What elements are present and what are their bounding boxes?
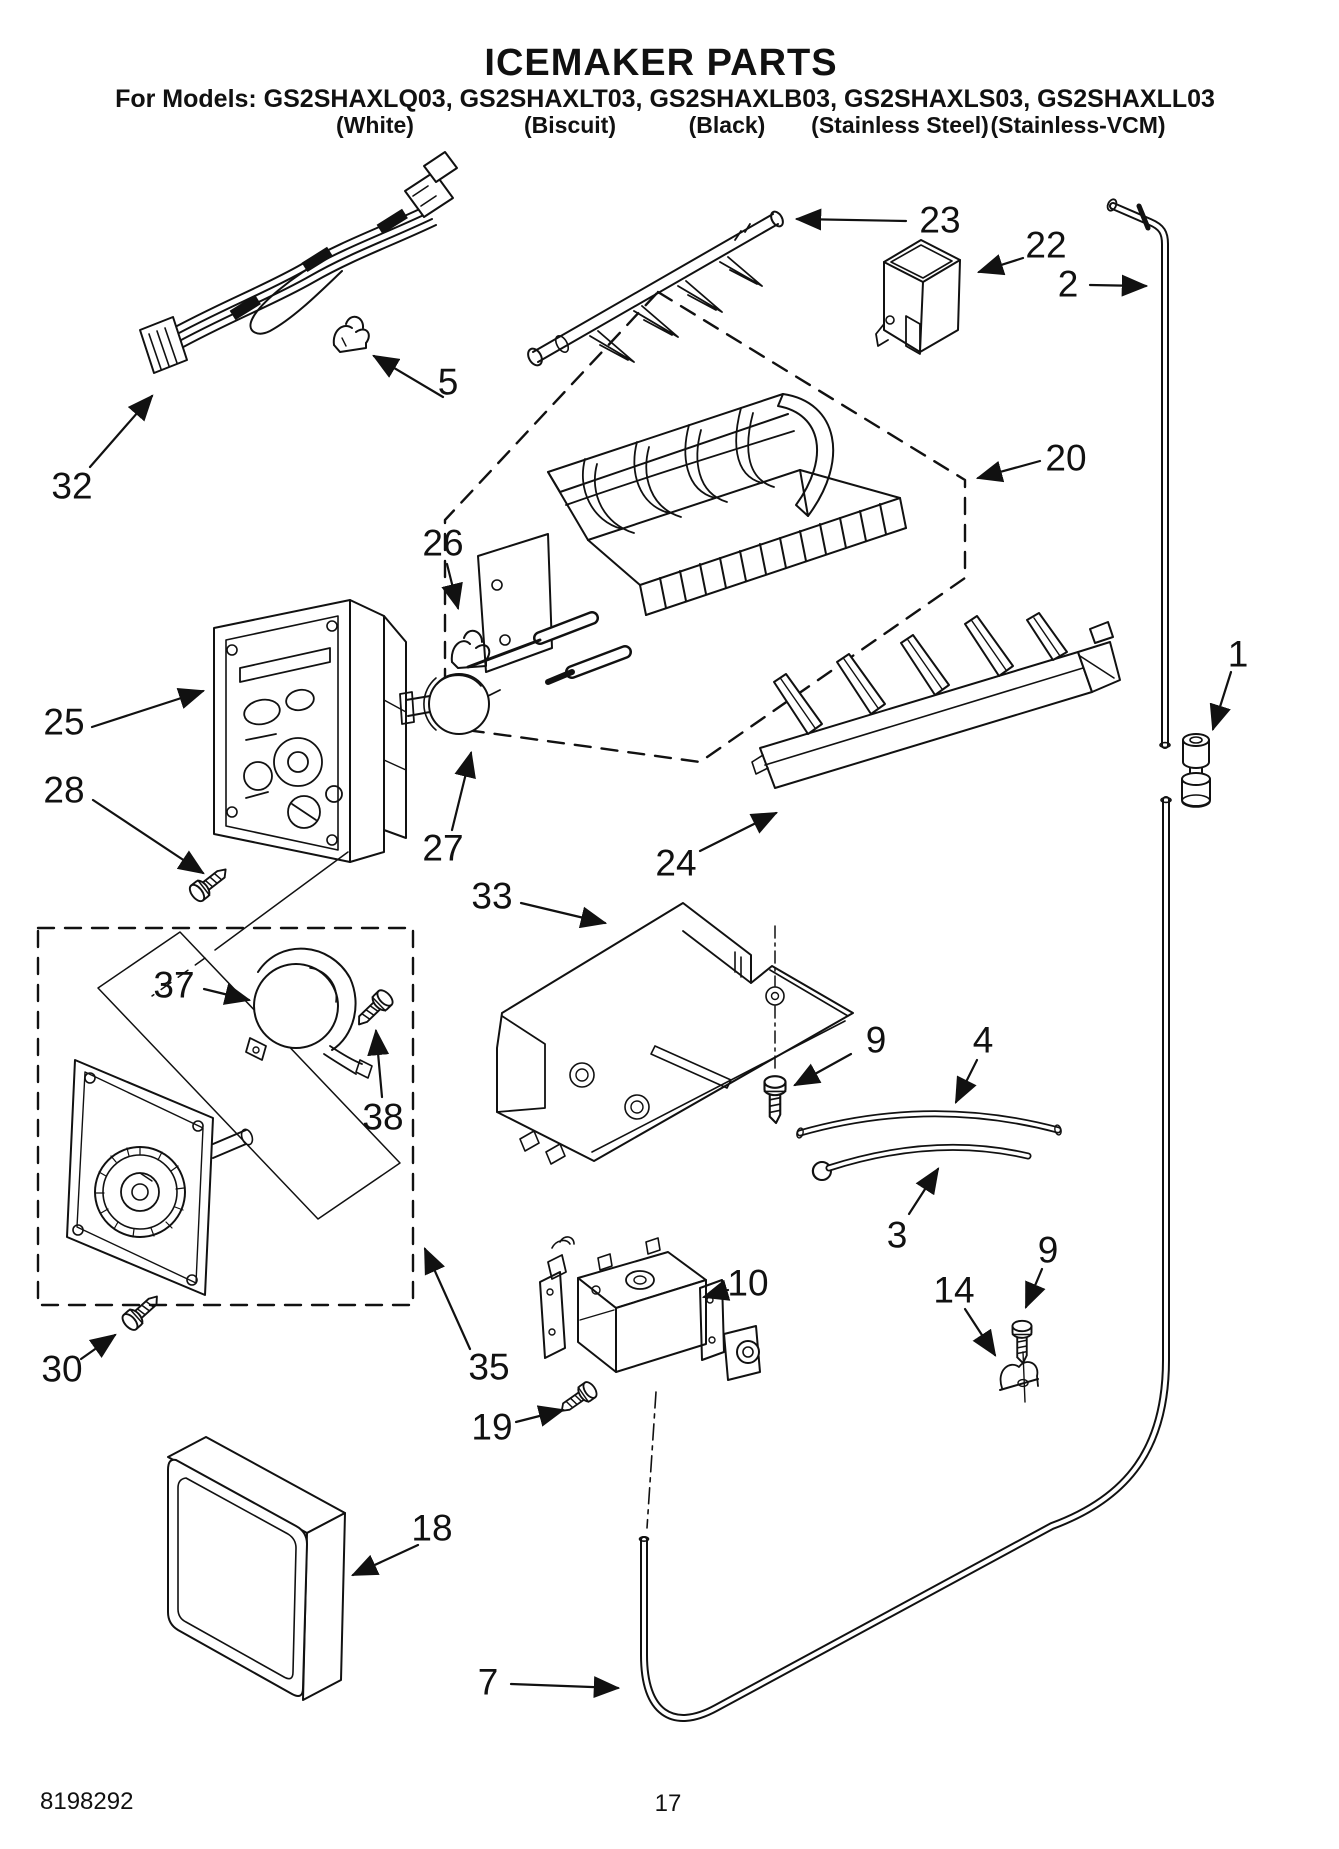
- part-callout-7: 7: [477, 1661, 499, 1703]
- part-callout-33: 33: [471, 875, 513, 917]
- part-callout-22: 22: [1025, 224, 1067, 266]
- part-callout-10: 10: [727, 1262, 769, 1304]
- part-callout-27: 27: [422, 827, 464, 869]
- tube-4-drawing: [796, 1110, 1062, 1139]
- ice-mold-drawing: [466, 393, 907, 685]
- part-callout-37: 37: [153, 964, 195, 1006]
- tube-3-drawing: [811, 1143, 1032, 1181]
- drive-assembly-dashed-box: [36, 926, 415, 1307]
- tube-clamp-drawing: [999, 1351, 1039, 1403]
- part-callout-14: 14: [933, 1269, 975, 1311]
- document-number: 8198292: [40, 1788, 134, 1815]
- part-callout-9a: 9: [865, 1019, 887, 1061]
- tube-coupler-drawing: [1181, 733, 1211, 808]
- page-number: 17: [654, 1790, 682, 1817]
- part-callout-20: 20: [1045, 437, 1087, 479]
- models-line: For Models: GS2SHAXLQ03, GS2SHAXLT03, GS…: [115, 85, 1215, 113]
- water-valve-drawing: [539, 1236, 761, 1529]
- part-callout-32: 32: [51, 465, 93, 507]
- part-callout-3: 3: [886, 1214, 908, 1256]
- motor-drawing: [245, 947, 373, 1079]
- part-callout-18: 18: [411, 1507, 453, 1549]
- clip-26-drawing: [450, 629, 491, 669]
- gear-plate-drawing: [66, 1059, 254, 1296]
- part-callout-5: 5: [437, 361, 459, 403]
- part-callout-4: 4: [972, 1019, 994, 1061]
- screw-9b-drawing: [1011, 1319, 1033, 1365]
- part-callout-25: 25: [43, 701, 85, 743]
- icemaker-cover-drawing: [167, 1436, 346, 1701]
- part-callout-23: 23: [919, 199, 961, 241]
- part-callout-19: 19: [471, 1406, 513, 1448]
- part-callout-38: 38: [362, 1096, 404, 1138]
- finish-biscuit: (Biscuit): [524, 112, 616, 138]
- ejector-drawing: [527, 210, 784, 367]
- screw-19-drawing: [555, 1378, 601, 1419]
- page-title: ICEMAKER PARTS: [484, 42, 838, 84]
- part-callout-26: 26: [422, 522, 464, 564]
- mold-assembly-dashed-outline: [443, 290, 967, 764]
- part-callout-9b: 9: [1037, 1229, 1059, 1271]
- finish-white: (White): [336, 112, 414, 138]
- finish-stainless-steel: (Stainless Steel): [811, 112, 989, 138]
- part-callout-28: 28: [43, 769, 85, 811]
- ice-stripper-drawing: [751, 612, 1121, 789]
- shield-plate-drawing: [496, 902, 854, 1165]
- part-callout-2: 2: [1057, 263, 1079, 305]
- part-callout-35: 35: [468, 1346, 510, 1388]
- wire-harness-drawing: [139, 151, 458, 374]
- part-callout-24: 24: [655, 842, 697, 884]
- screw-9a-drawing: [763, 1075, 787, 1124]
- thermostat-drawing: [399, 673, 501, 735]
- icemaker-module-drawing: [213, 599, 407, 863]
- finish-stainless-vcm: (Stainless-VCM): [990, 112, 1166, 138]
- assembly-axis-lines: [151, 851, 349, 997]
- clip-drawing: [332, 315, 370, 353]
- screw-30-drawing: [118, 1289, 165, 1334]
- part-callout-30: 30: [41, 1348, 83, 1390]
- water-fill-tube-drawing: [638, 198, 1172, 1722]
- screw-28-drawing: [186, 861, 233, 905]
- cup-bracket-drawing: [875, 239, 961, 355]
- finish-black: (Black): [688, 112, 766, 138]
- screw-38-drawing: [350, 986, 397, 1032]
- part-callout-1: 1: [1227, 633, 1249, 675]
- callout-leader-lines: [79, 208, 1233, 1699]
